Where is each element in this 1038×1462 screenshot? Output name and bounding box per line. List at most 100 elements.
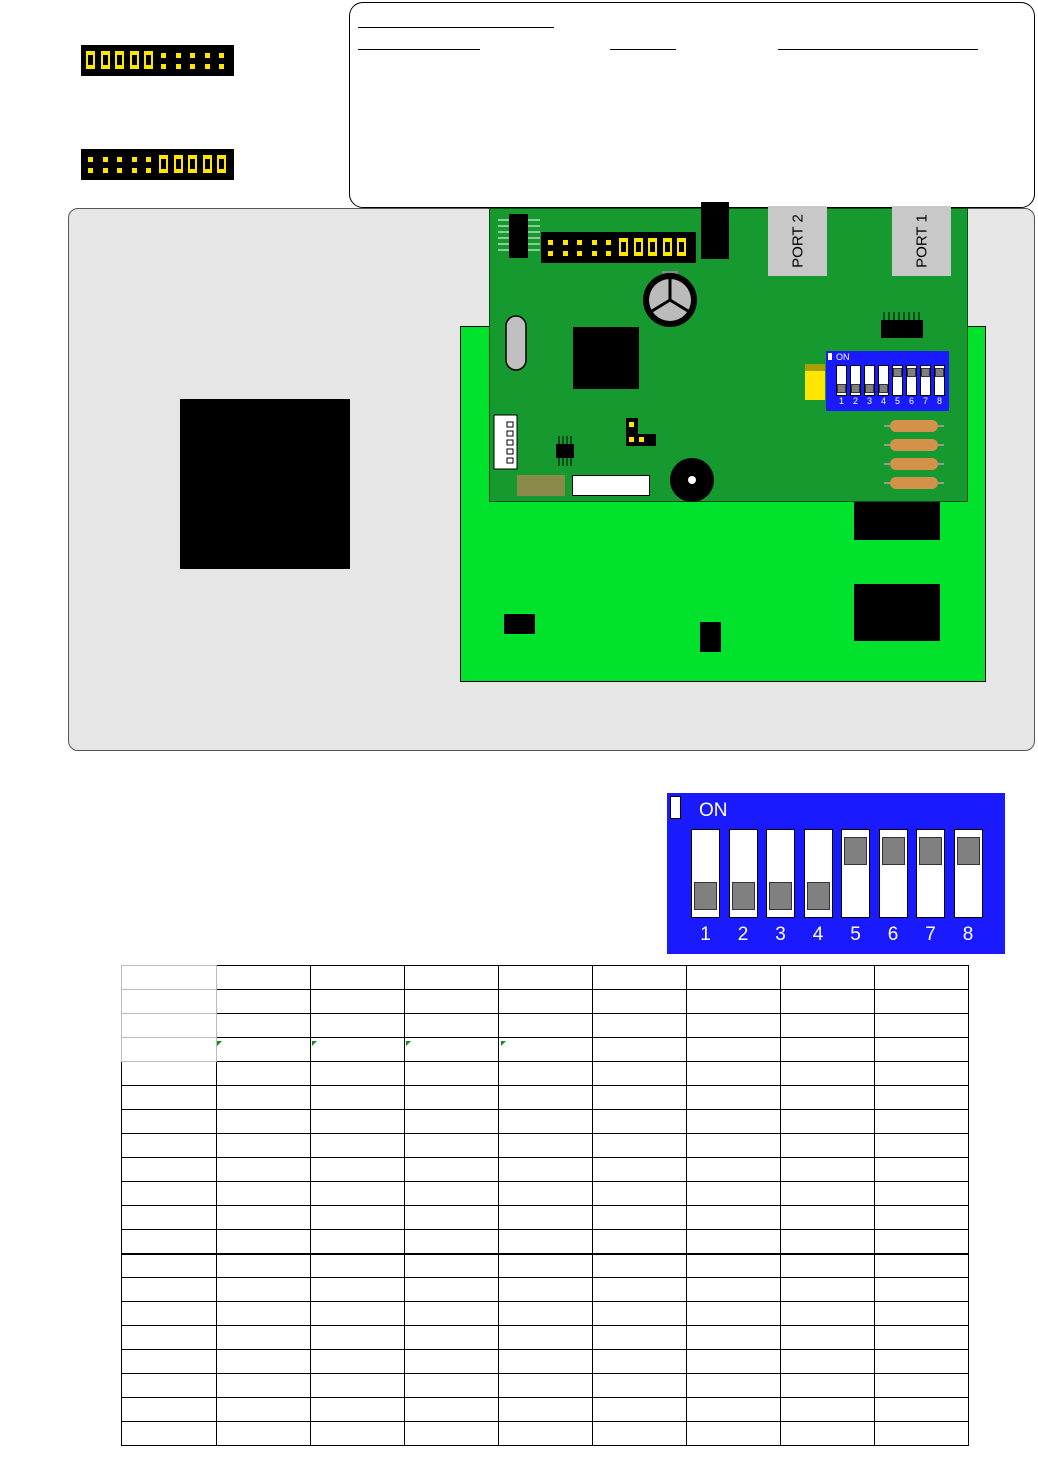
table-cell (216, 989, 311, 1014)
board-dip-knob-7 (921, 368, 930, 377)
table-cell (686, 1157, 781, 1182)
legend-bottom-pin (146, 157, 152, 162)
legend-top-jumper-1 (86, 51, 95, 69)
legend-bottom-pin (102, 157, 108, 162)
table-cell (216, 1325, 311, 1350)
table-row (121, 1252, 969, 1278)
table-cell (121, 1085, 217, 1110)
table-cell (780, 1301, 875, 1326)
table-cell (874, 989, 969, 1014)
table-cell (780, 1229, 875, 1254)
settings-table (121, 965, 969, 1446)
title-underline (358, 27, 554, 28)
table-row (121, 1397, 969, 1422)
table-cell (216, 1301, 311, 1326)
table-cell (780, 1277, 875, 1302)
table-cell (310, 1325, 405, 1350)
table-cell (592, 1085, 687, 1110)
cell-comment-marker (501, 1041, 506, 1046)
board-header-pin (577, 251, 583, 256)
table-cell (404, 1205, 499, 1230)
table-cell (498, 965, 593, 990)
board-dip-switch-2 (850, 365, 861, 396)
table-row (121, 1061, 969, 1086)
table-cell (498, 1133, 593, 1158)
table-cell (216, 965, 311, 990)
table-cell (310, 1421, 405, 1446)
table-cell (686, 1037, 781, 1062)
table-cell (216, 1085, 311, 1110)
table-cell (310, 1205, 405, 1230)
table-row (121, 1349, 969, 1374)
table-row (121, 1133, 969, 1158)
dip-on-marker (670, 796, 681, 819)
board-dip-switch-8 (934, 365, 945, 396)
table-cell (686, 1133, 781, 1158)
component-small-mid (700, 622, 721, 652)
table-cell (216, 1133, 311, 1158)
board-dip-knob-8 (935, 368, 944, 377)
resistor-3 (884, 458, 944, 470)
table-cell (121, 1325, 217, 1350)
table-cell (216, 1157, 311, 1182)
legend-bottom-jumper-9 (202, 155, 212, 173)
table-cell (216, 1229, 311, 1254)
transformer-block (180, 399, 350, 569)
table-row (121, 989, 969, 1014)
board-dip-switch-3 (864, 365, 875, 396)
table-cell (121, 989, 217, 1014)
crystal-oscillator (505, 315, 527, 371)
table-cell (404, 1397, 499, 1422)
legend-top-pin (219, 64, 225, 69)
table-cell (216, 1109, 311, 1134)
table-row (121, 1325, 969, 1350)
table-cell (310, 965, 405, 990)
component-small-left (504, 614, 535, 634)
table-cell (121, 965, 217, 990)
table-cell (780, 1349, 875, 1374)
table-cell (874, 1397, 969, 1422)
legend-bottom-jumper-8 (188, 155, 198, 173)
board-header-pin (606, 251, 612, 256)
table-cell (404, 1061, 499, 1086)
port-1-label: PORT 1 (913, 214, 930, 268)
table-cell (404, 1181, 499, 1206)
table-row (121, 1157, 969, 1182)
table-cell (874, 1325, 969, 1350)
table-cell (874, 1013, 969, 1038)
table-cell (780, 1421, 875, 1446)
board-header-pin (591, 251, 597, 256)
table-cell (874, 1349, 969, 1374)
board-header-pin (562, 240, 568, 245)
table-cell (498, 1397, 593, 1422)
legend-bottom-pin (131, 157, 137, 162)
table-cell (498, 1421, 593, 1446)
board-dip-knob-2 (851, 384, 860, 393)
board-header-pin (591, 240, 597, 245)
table-cell (216, 1181, 311, 1206)
table-cell (874, 1061, 969, 1086)
led-yellow (805, 364, 825, 400)
board-header-pin (577, 240, 583, 245)
board-header-jumper-9 (662, 238, 672, 256)
dip-knob-1 (694, 882, 717, 910)
table-cell (498, 1157, 593, 1182)
legend-top-jumper-2 (100, 51, 110, 69)
legend-top-pin (190, 64, 196, 69)
table-cell (592, 1397, 687, 1422)
table-cell (592, 1013, 687, 1038)
info-box (349, 2, 1035, 208)
table-cell (498, 1109, 593, 1134)
resistor-2 (884, 439, 944, 451)
table-cell (592, 989, 687, 1014)
table-cell (874, 965, 969, 990)
table-cell (592, 1252, 687, 1278)
table-cell (686, 1085, 781, 1110)
board-dip-on-marker (828, 353, 832, 360)
table-cell (780, 1133, 875, 1158)
board-dip-number-3: 3 (866, 396, 872, 406)
dip-knob-4 (806, 882, 830, 910)
board-header-jumper-6 (619, 238, 628, 256)
table-cell (404, 1252, 499, 1278)
dip-knob-3 (769, 882, 792, 910)
